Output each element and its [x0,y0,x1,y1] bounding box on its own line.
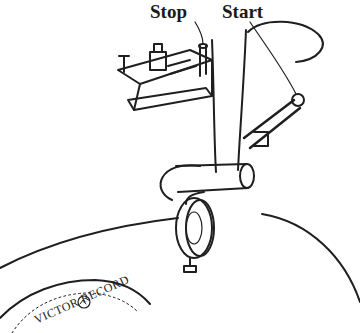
start-lever-knob [292,94,304,106]
turntable-edge [262,214,360,302]
mechanism-rail [128,88,212,110]
adjusting-screw [119,56,129,72]
stop-lever [200,46,206,76]
part-label: Stop [150,2,187,22]
sound-box [176,198,212,258]
sound-box [186,200,214,256]
part-label: Start [222,2,263,22]
start-lever [244,100,300,148]
tone-arm [238,30,246,170]
arm-elbow [176,164,248,192]
speed-block [150,52,166,70]
speed-block [154,44,162,52]
lever-bracket [254,132,268,146]
leader-line [195,22,203,44]
horn-base [248,22,323,62]
sound-box [186,212,202,244]
mechanism-bar [168,60,196,74]
leader-line [250,22,296,94]
turntable-edge [0,218,178,268]
tone-arm [212,40,216,172]
arm-elbow [240,164,254,188]
mechanism-plate [118,50,212,84]
needle-screw [184,258,196,272]
